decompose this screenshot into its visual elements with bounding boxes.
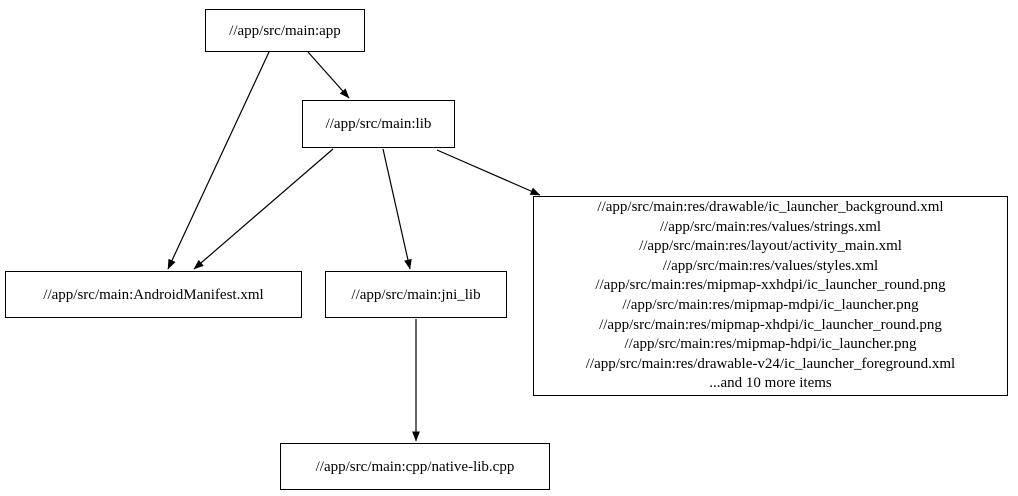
graph-node-app: //app/src/main:app (205, 9, 365, 52)
edge-app-to-lib (307, 51, 350, 99)
graph-node-jni-lib-label: //app/src/main:jni_lib (351, 286, 481, 303)
edge-lib-to-manifest (193, 148, 334, 270)
edge-lib-to-res-files (436, 149, 541, 196)
graph-node-jni-lib: //app/src/main:jni_lib (325, 271, 507, 318)
graph-node-android-manifest-label: //app/src/main:AndroidManifest.xml (43, 286, 264, 303)
res-file-line: //app/src/main:res/mipmap-hdpi/ic_launch… (624, 336, 917, 353)
res-file-line: //app/src/main:res/drawable-v24/ic_launc… (585, 355, 956, 372)
res-file-line: //app/src/main:res/mipmap-xhdpi/ic_launc… (599, 316, 942, 333)
graph-node-lib-label: //app/src/main:lib (325, 116, 432, 132)
res-file-line: //app/src/main:res/layout/activity_main.… (639, 238, 902, 255)
edge-lib-to-jni-lib (382, 148, 412, 270)
graph-node-lib: //app/src/main:lib (302, 100, 455, 148)
graph-node-android-manifest: //app/src/main:AndroidManifest.xml (5, 271, 302, 318)
res-file-more-items: ...and 10 more items (709, 375, 832, 392)
edge-app-to-manifest (167, 51, 270, 270)
res-file-line: //app/src/main:res/mipmap-xxhdpi/ic_laun… (595, 277, 946, 294)
graph-node-native-lib-cpp-label: //app/src/main:cpp/native-lib.cpp (315, 458, 515, 475)
graph-node-app-label: //app/src/main:app (229, 22, 341, 39)
res-file-line: //app/src/main:res/values/styles.xml (662, 257, 879, 274)
graph-node-res-files: //app/src/main:res/drawable/ic_launcher_… (533, 196, 1008, 396)
res-file-line: //app/src/main:res/mipmap-mdpi/ic_launch… (622, 297, 919, 313)
graph-node-native-lib-cpp: //app/src/main:cpp/native-lib.cpp (280, 443, 550, 490)
res-file-line: //app/src/main:res/values/strings.xml (659, 218, 882, 235)
res-file-line: //app/src/main:res/drawable/ic_launcher_… (597, 199, 944, 216)
